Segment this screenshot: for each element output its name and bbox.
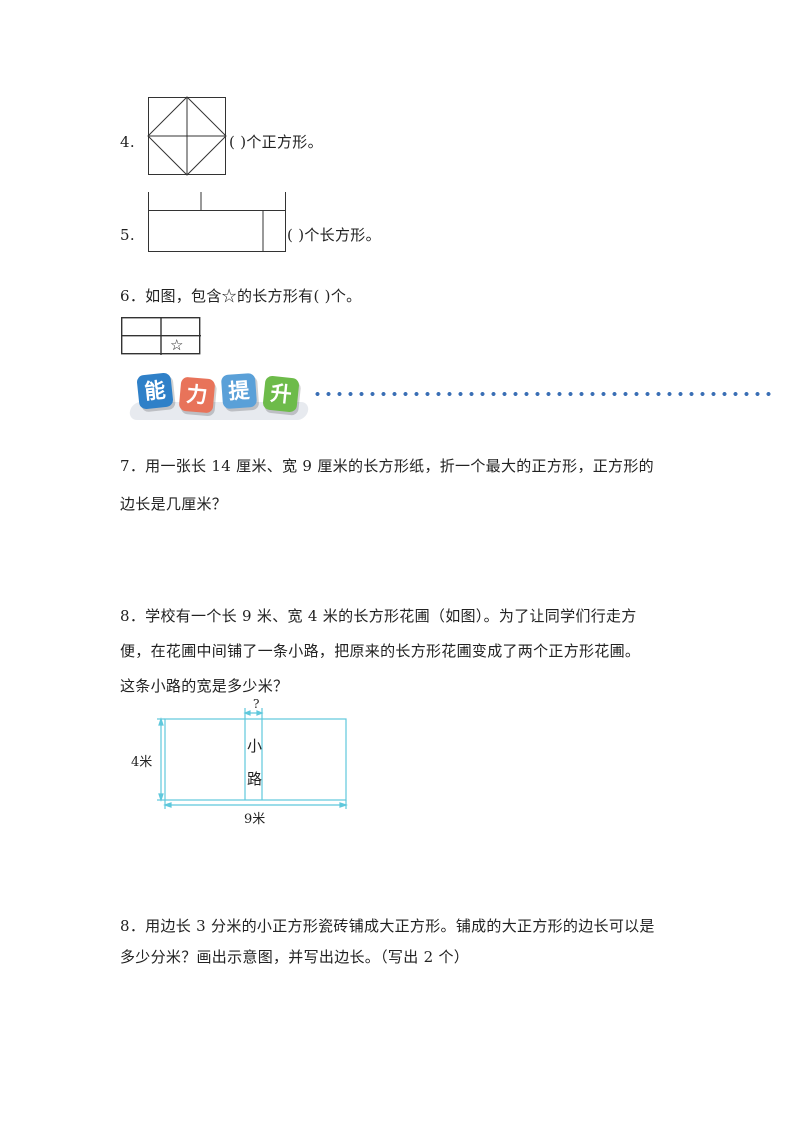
path-label-2: 路 xyxy=(247,770,263,788)
path-width-question: ? xyxy=(253,697,260,711)
banner-tile-2: 力 xyxy=(178,376,216,414)
q7-line-1: 7．用一张长 14 厘米、宽 9 厘米的长方形纸，折一个最大的正方形，正方形的 xyxy=(120,457,654,475)
width-label: 9米 xyxy=(244,812,266,827)
q6-text: 6．如图，包含☆的长方形有( )个。 xyxy=(120,287,362,305)
q4-blank-text: ( )个正方形。 xyxy=(229,133,323,151)
q4-square-figure xyxy=(147,96,227,176)
garden-figure xyxy=(157,708,348,809)
q8b-line-2: 多少分米？画出示意图，并写出边长。（写出 2 个） xyxy=(120,948,470,966)
q5-rectangle-figure xyxy=(148,192,286,252)
q8a-line-1: 8．学校有一个长 9 米、宽 4 米的长方形花圃（如图）。为了让同学们行走方 xyxy=(120,607,637,625)
q8a-line-3: 这条小路的宽是多少米？ xyxy=(120,677,289,695)
banner-tile-1: 能 xyxy=(136,372,174,410)
q5-blank-text: ( )个长方形。 xyxy=(287,226,381,244)
path-label-1: 小 xyxy=(247,737,263,755)
banner-tile-4: 升 xyxy=(262,375,300,413)
q8b-line-1: 8．用边长 3 分米的小正方形瓷砖铺成大正方形。铺成的大正方形的边长可以是 xyxy=(120,917,655,935)
banner-tile-3: 提 xyxy=(220,372,258,410)
star-icon: ☆ xyxy=(170,336,184,354)
q4-number: 4. xyxy=(120,133,135,151)
height-label: 4米 xyxy=(131,755,153,770)
q6-grid-figure xyxy=(120,316,201,355)
banner-dotted-line xyxy=(312,390,772,398)
q8a-line-2: 便，在花圃中间铺了一条小路，把原来的长方形花圃变成了两个正方形花圃。 xyxy=(120,642,641,660)
q5-number: 5. xyxy=(120,226,135,244)
q7-line-2: 边长是几厘米？ xyxy=(120,495,228,513)
